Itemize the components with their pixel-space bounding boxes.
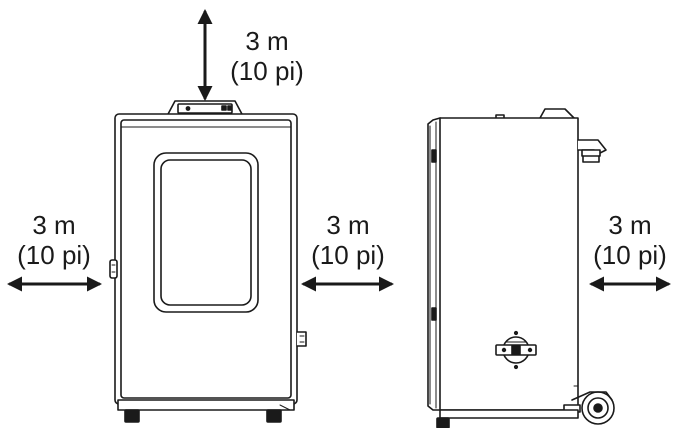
side-foot — [436, 417, 450, 429]
top-vent-icon — [177, 103, 233, 114]
clearance-side-right-imperial: (10 pi) — [593, 240, 667, 270]
clearance-label-top: 3 m (10 pi) — [222, 26, 312, 86]
clearance-label-front-right: 3 m (10 pi) — [302, 210, 394, 270]
clearance-front-right-imperial: (10 pi) — [311, 240, 385, 270]
clearance-front-left-imperial: (10 pi) — [17, 240, 91, 270]
clearance-front-left-metric: 3 m — [32, 210, 76, 240]
clearance-top-metric: 3 m — [245, 26, 289, 56]
clearance-side-right-metric: 3 m — [608, 210, 652, 240]
foot-right — [266, 409, 282, 423]
foot-left — [124, 409, 140, 423]
side-damper-icon — [495, 330, 537, 370]
clearance-label-side-right: 3 m (10 pi) — [585, 210, 675, 270]
door-window — [153, 152, 259, 313]
smoker-side-view — [427, 108, 615, 429]
clearance-top-imperial: (10 pi) — [230, 56, 304, 86]
cabinet-side — [439, 117, 579, 411]
smoker-front-view — [109, 100, 307, 423]
clearance-label-front-left: 3 m (10 pi) — [8, 210, 100, 270]
clearance-front-right-metric: 3 m — [326, 210, 370, 240]
wheel-icon — [563, 385, 615, 425]
door-handle-icon — [109, 259, 118, 279]
